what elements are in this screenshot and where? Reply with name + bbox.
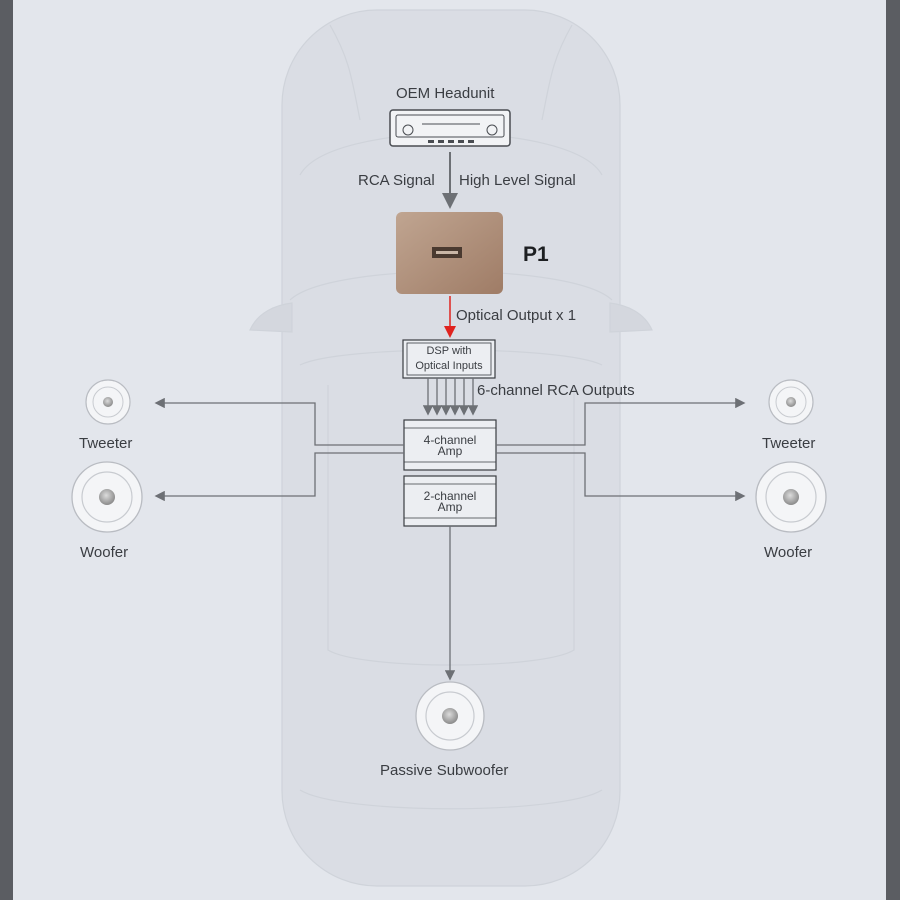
woofer-right-label: Woofer: [764, 544, 813, 561]
tweeter-left-icon: [85, 379, 131, 425]
amp-2-channel-box: [403, 475, 497, 527]
amp4-label-line2: Amp: [437, 444, 463, 458]
optical-output-label: Optical Output x 1: [456, 307, 577, 324]
rca-signal-label: RCA Signal: [358, 172, 435, 189]
tweeter-left-label: Tweeter: [79, 435, 133, 452]
subwoofer-icon: [415, 681, 485, 751]
rca-output-arrows: [422, 378, 479, 416]
subwoofer-label: Passive Subwoofer: [380, 762, 509, 779]
dsp-label-line2: Optical Inputs: [415, 360, 483, 372]
dsp-box: [402, 339, 496, 379]
headunit-label: OEM Headunit: [396, 85, 495, 102]
rca-outputs-label: 6-channel RCA Outputs: [477, 382, 635, 399]
dsp-label-line1: DSP with: [426, 345, 472, 357]
woofer-left-label: Woofer: [80, 544, 129, 561]
woofer-right-icon: [755, 461, 827, 533]
headunit-icon: [389, 109, 511, 147]
speaker-wiring: [154, 397, 746, 681]
amp4-label-line1: 4-channel: [423, 433, 477, 447]
tweeter-right-label: Tweeter: [762, 435, 816, 452]
woofer-left-icon: [71, 461, 143, 533]
processor-name-label: P1: [523, 243, 549, 266]
high-level-signal-label: High Level Signal: [459, 172, 576, 189]
tweeter-right-icon: [768, 379, 814, 425]
amp2-label-line2: Amp: [437, 500, 463, 514]
processor-p1-icon: [396, 212, 503, 294]
amp2-label-line1: 2-channel: [423, 489, 477, 503]
